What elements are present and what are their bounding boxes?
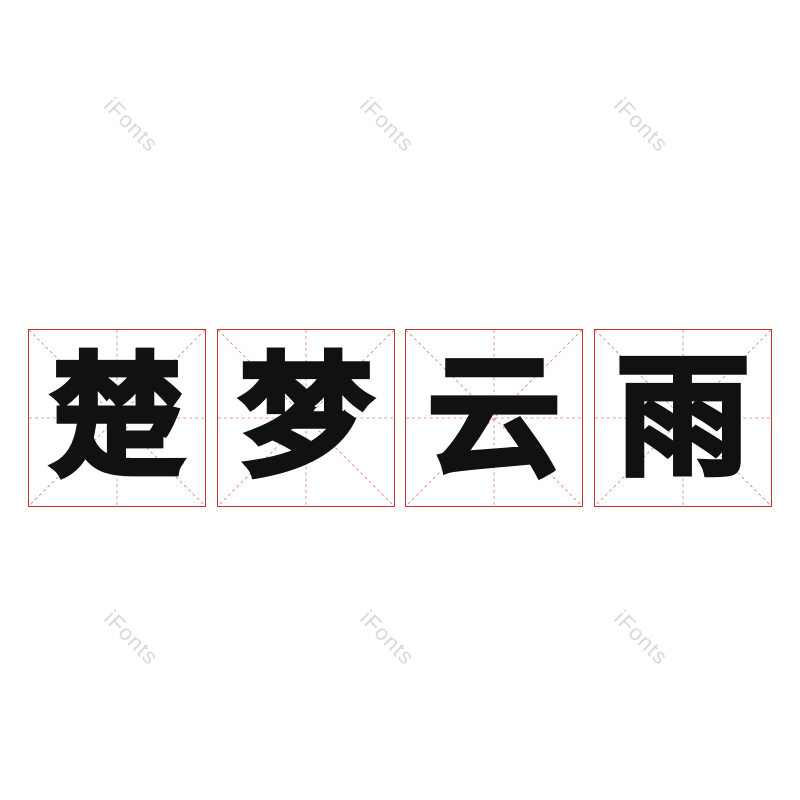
character-glyph: 云 — [426, 341, 563, 495]
watermark-text: iFonts — [355, 605, 420, 670]
watermark-text: iFonts — [609, 92, 674, 157]
character-grid-box: 梦 — [217, 329, 395, 507]
character-grid-box: 云 — [405, 329, 583, 507]
character-glyph: 梦 — [238, 341, 375, 495]
character-glyph: 楚 — [49, 341, 186, 495]
watermark-text: iFonts — [609, 605, 674, 670]
watermark-text: iFonts — [355, 92, 420, 157]
character-grid-row: 楚 梦 云 雨 — [28, 329, 772, 509]
watermark-text: iFonts — [99, 605, 164, 670]
character-grid-box: 楚 — [28, 329, 206, 507]
character-grid-box: 雨 — [594, 329, 772, 507]
character-glyph: 雨 — [615, 341, 752, 495]
watermark-text: iFonts — [99, 92, 164, 157]
